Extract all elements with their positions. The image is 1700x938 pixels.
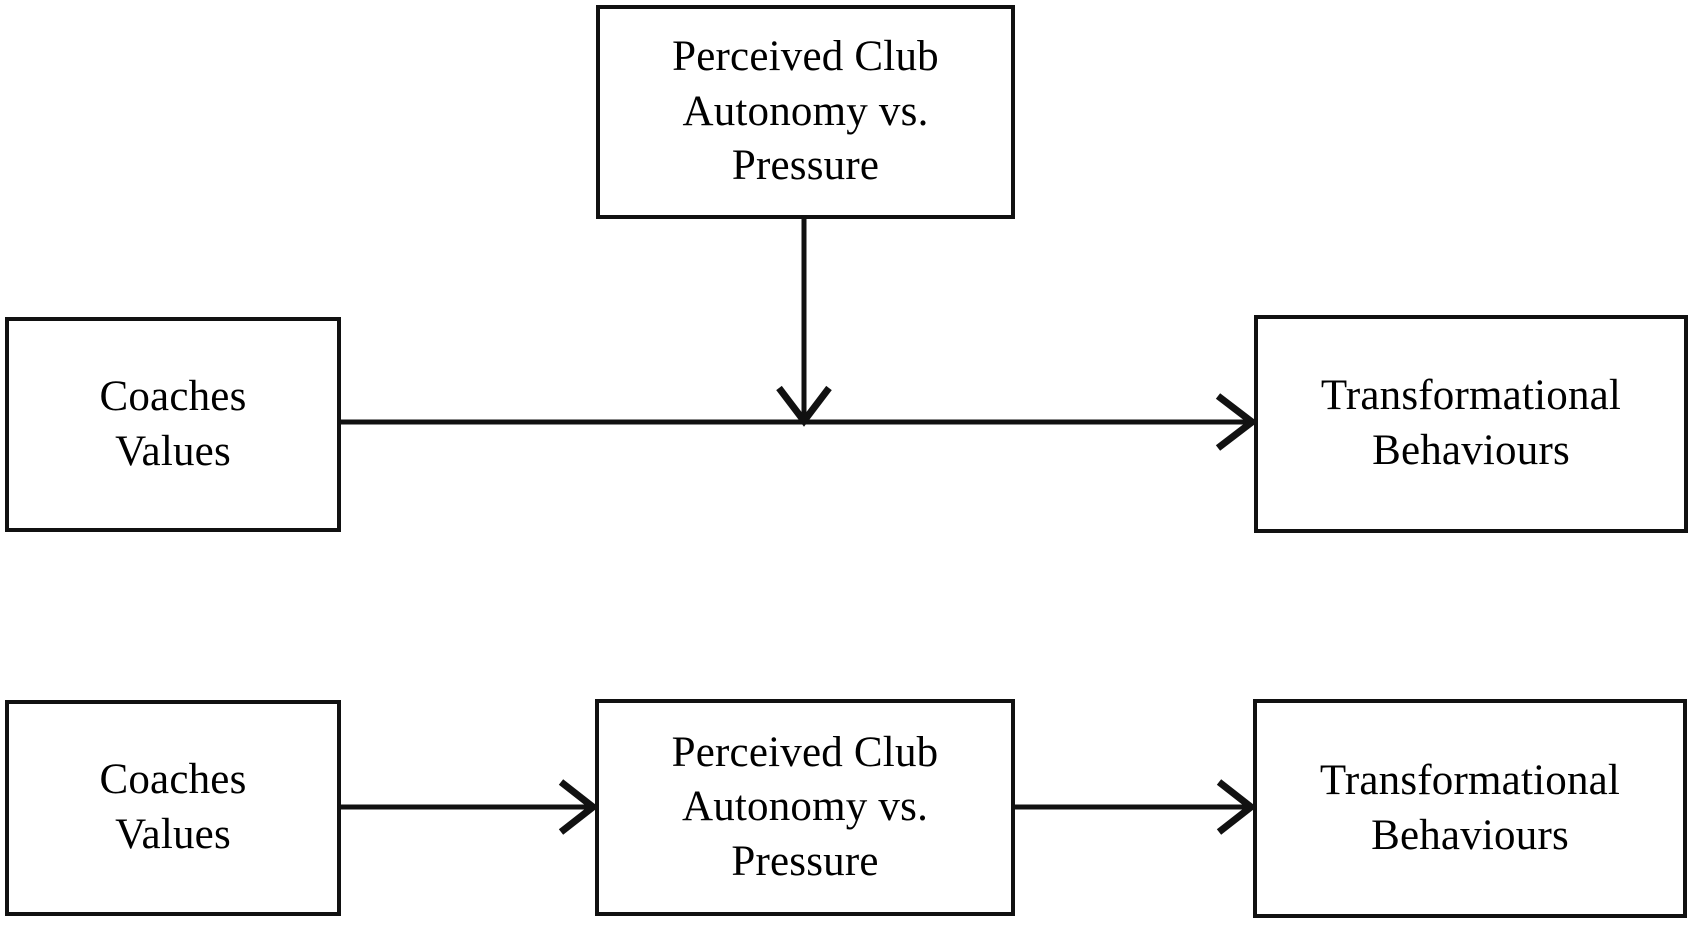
node-label-coaches-values-bottom: Coaches Values	[99, 756, 247, 858]
node-label-perceived-club-autonomy-moderator: Perceived Club Autonomy vs. Pressure	[672, 33, 939, 190]
node-box-transformational-behaviours-bottom: Transformational Behaviours	[1253, 699, 1687, 918]
node-box-coaches-values-bottom: Coaches Values	[5, 700, 341, 916]
edge-top-moderation-path	[776, 219, 832, 427]
edge-bot-path-b	[1015, 779, 1257, 835]
edge-bot-path-b-arrowhead	[1216, 779, 1257, 835]
edge-bot-path-a	[341, 779, 599, 835]
node-box-perceived-club-autonomy-mediator: Perceived Club Autonomy vs. Pressure	[595, 699, 1015, 916]
edge-top-moderation-arrowhead	[776, 385, 832, 427]
node-label-coaches-values-top: Coaches Values	[99, 372, 247, 475]
edge-top-main-arrowhead	[1215, 393, 1258, 451]
node-label-perceived-club-autonomy-mediator: Perceived Club Autonomy vs. Pressure	[671, 728, 939, 885]
node-label-transformational-behaviours-top: Transformational Behaviours	[1320, 372, 1622, 474]
edge-bot-path-a-arrowhead	[558, 779, 599, 835]
node-box-perceived-club-autonomy-moderator: Perceived Club Autonomy vs. Pressure	[596, 5, 1015, 219]
node-box-coaches-values-top: Coaches Values	[5, 317, 341, 532]
edge-top-main-path	[341, 393, 1258, 451]
node-label-transformational-behaviours-bottom: Transformational Behaviours	[1319, 756, 1621, 859]
node-box-transformational-behaviours-top: Transformational Behaviours	[1254, 315, 1688, 533]
